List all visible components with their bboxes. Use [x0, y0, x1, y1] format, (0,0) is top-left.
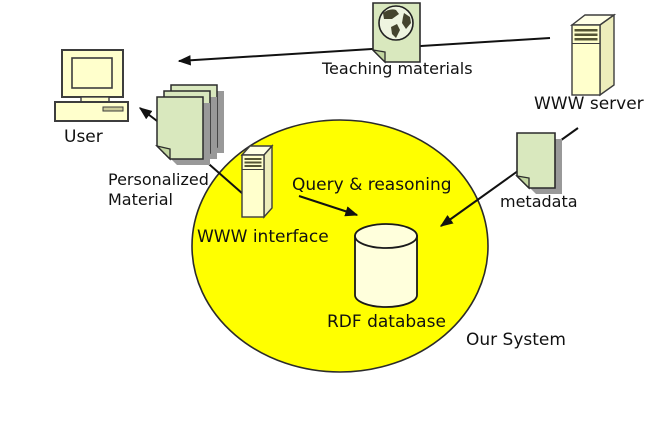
computer-screen — [71, 57, 113, 89]
user-computer-icon — [54, 49, 129, 122]
personalized-material-label-line2: Material — [108, 190, 173, 209]
server-vent — [574, 38, 598, 41]
folded-corner — [371, 49, 386, 64]
www-interface-label: WWW interface — [197, 227, 329, 247]
server-vent — [244, 158, 262, 160]
folded-corner — [154, 144, 171, 161]
server-vent — [244, 165, 262, 167]
server-vent — [574, 29, 598, 32]
rdf-database-label: RDF database — [327, 312, 446, 332]
www-interface-server-icon — [240, 144, 274, 219]
server-vent — [574, 33, 598, 36]
folded-corner — [515, 175, 530, 190]
rdf-database-cylinder-icon — [354, 223, 418, 308]
teaching-materials-document-icon — [371, 2, 421, 64]
user-label: User — [64, 127, 103, 147]
globe-icon — [378, 5, 414, 41]
personalized-material-label: Personalized Material — [108, 170, 209, 210]
computer-slot — [102, 106, 124, 112]
arrow-server-to-user — [177, 37, 551, 66]
www-server-label: WWW server — [534, 94, 644, 114]
query-reasoning-label: Query & reasoning — [292, 175, 452, 195]
www-server-icon — [569, 13, 617, 97]
metadata-document-icon — [515, 132, 562, 194]
our-system-label: Our System — [466, 330, 566, 350]
arrow-query-to-database — [298, 195, 359, 217]
document-stack-icon — [154, 84, 224, 165]
metadata-label: metadata — [500, 192, 578, 211]
personalized-material-label-line1: Personalized — [108, 170, 209, 189]
teaching-materials-label: Teaching materials — [322, 59, 473, 78]
server-vent — [244, 161, 262, 164]
